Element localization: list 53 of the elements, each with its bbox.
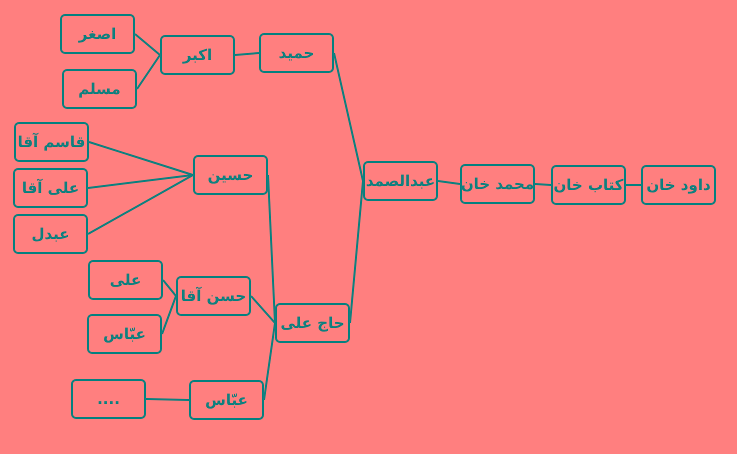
person-name: قاسم آقا [18, 133, 86, 151]
connector-line [534, 183, 552, 186]
connector-line [267, 174, 276, 324]
connector-line [161, 296, 177, 334]
person-name: عبدل [31, 225, 70, 243]
name-box [160, 35, 235, 75]
name-box [87, 314, 162, 354]
name-box [62, 69, 137, 109]
person-name: علی آقا [22, 179, 80, 197]
name-box [176, 276, 251, 316]
name-box [189, 380, 264, 420]
connector-line [88, 174, 194, 189]
person-name: حمید [278, 44, 314, 62]
person-name: علی [110, 271, 142, 289]
connector-line [263, 322, 276, 400]
connector-line [146, 398, 190, 401]
name-box [13, 214, 88, 254]
person-name: .... [97, 390, 120, 408]
person-name: عبدالصمد [366, 172, 436, 190]
connector-line [88, 141, 194, 176]
name-box [275, 303, 350, 343]
connector-line [349, 180, 364, 324]
person-name: اكبر [182, 46, 212, 64]
person-name: مسلم [78, 80, 121, 98]
person-name: حاج علی [280, 314, 345, 332]
person-name: عبّاس [103, 325, 146, 343]
name-box [88, 260, 163, 300]
connector-line [333, 52, 364, 182]
name-box [13, 168, 88, 208]
name-box [14, 122, 89, 162]
connector-line [88, 174, 194, 235]
name-box [259, 33, 334, 73]
person-name: محمد خان [460, 175, 534, 193]
connector-line [626, 184, 641, 186]
person-name: حسین [208, 166, 254, 184]
connector-line [234, 52, 260, 56]
name-box [551, 165, 626, 205]
name-box [460, 164, 535, 204]
person-name: داود خان [646, 176, 711, 194]
connector-line [136, 54, 161, 90]
connector-line [162, 279, 177, 297]
name-box [641, 165, 716, 205]
name-box [71, 379, 146, 419]
name-box [60, 14, 135, 54]
person-name: حسن آقا [180, 287, 246, 305]
name-box [193, 155, 268, 195]
connector-line [438, 180, 460, 185]
connector-line [250, 295, 276, 324]
name-box [363, 161, 438, 201]
connector-line [134, 33, 161, 56]
person-name: كتاب خان [553, 176, 624, 194]
person-name: اصغر [78, 25, 116, 43]
person-name: عبّاس [205, 391, 248, 409]
